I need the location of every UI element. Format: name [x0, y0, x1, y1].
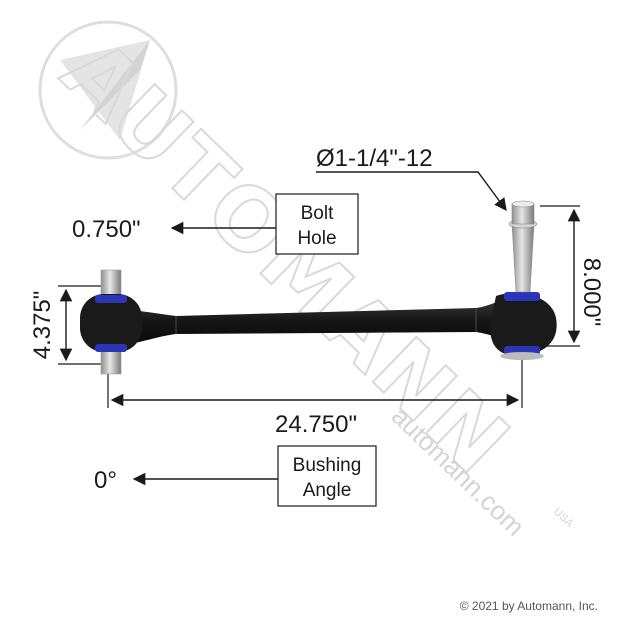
bushing-angle-box-line1: Bushing — [293, 455, 362, 476]
overall-length-label: 24.750" — [275, 411, 357, 438]
right-bushing — [504, 292, 540, 301]
torque-rod — [80, 200, 557, 375]
right-tapered-stud — [511, 223, 535, 293]
bolt-hole-box-line2: Hole — [297, 228, 336, 249]
right-height-label: 8.000" — [578, 258, 605, 327]
left-height-label: 4.375" — [29, 291, 56, 360]
automann-logo-icon — [38, 20, 178, 160]
watermark-registered: USA — [551, 506, 576, 531]
overall-length-dimension — [107, 360, 523, 408]
copyright-notice: © 2021 by Automann, Inc. — [460, 599, 598, 613]
bushing-angle-value: 0° — [94, 467, 117, 494]
bushing-angle-box — [277, 445, 377, 507]
left-bushing-stud — [100, 269, 122, 297]
bolt-hole-box — [275, 193, 359, 255]
left-bushing — [95, 295, 127, 303]
bushing-angle-box-line2: Angle — [303, 480, 352, 501]
thread-spec-leader — [316, 171, 507, 212]
rod-tube — [130, 298, 508, 344]
left-end-eye — [80, 294, 142, 352]
bolt-hole-box-line1: Bolt — [301, 203, 334, 224]
bolt-hole-value: 0.750" — [72, 216, 141, 243]
thread-spec-label: Ø1-1/4"-12 — [316, 145, 433, 172]
right-end-eye — [490, 292, 557, 356]
left-height-dimension — [58, 285, 108, 365]
